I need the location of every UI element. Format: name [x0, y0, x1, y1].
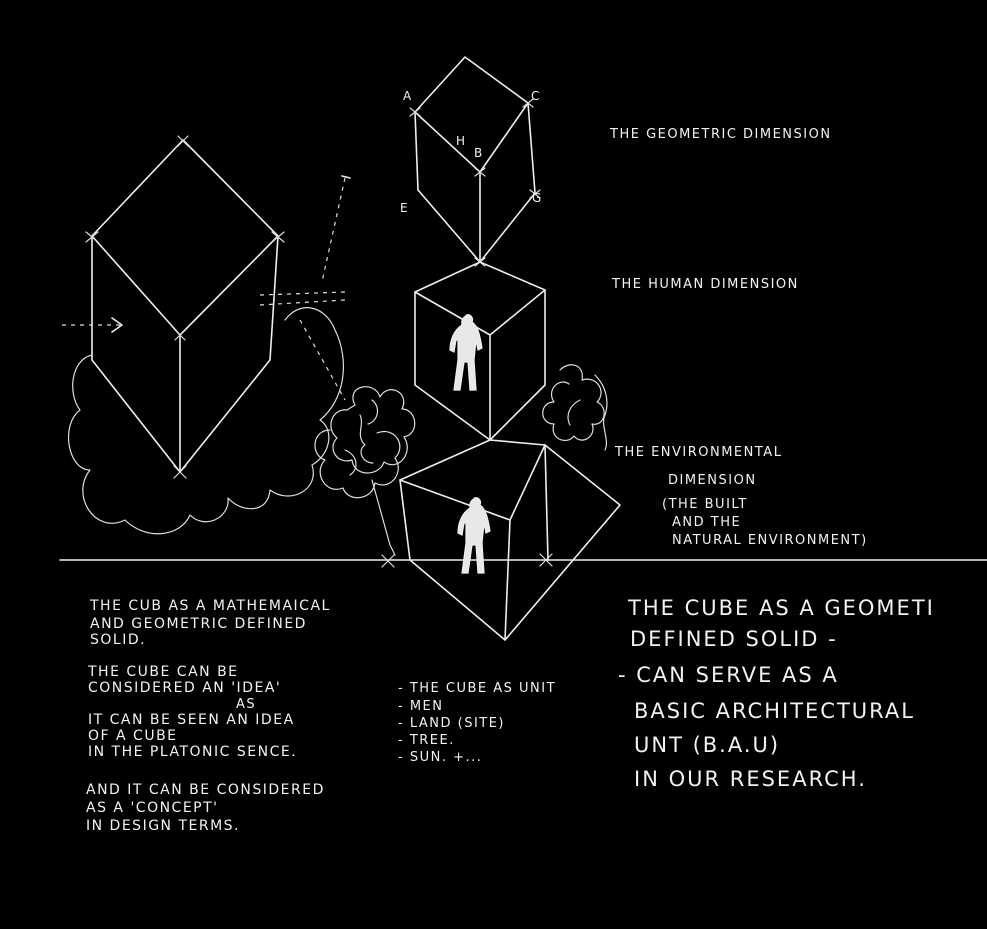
vertex-label-g: G — [532, 191, 543, 205]
vertex-label-e: E — [400, 201, 409, 215]
note-middle-line-4: - TREE. — [398, 733, 455, 748]
vertex-label-a: A — [403, 89, 413, 103]
geometric-cube — [409, 56, 541, 267]
note-left-1-line-1: THE CUB AS A MATHEMAICAL — [89, 598, 331, 614]
note-left-3-line-2: AS A 'CONCEPT' — [86, 800, 219, 816]
note-left-2-line-6: IN THE PLATONIC SENCE. — [88, 744, 297, 760]
environmental-dimension-line-5: NATURAL ENVIRONMENT) — [672, 533, 868, 548]
note-left-2-line-4: IT CAN BE SEEN AN IDEA — [88, 712, 295, 728]
environmental-dimension-line-2: DIMENSION — [668, 473, 757, 488]
environmental-dimension-line-4: AND THE — [672, 515, 741, 530]
large-cube — [85, 135, 285, 479]
note-left-2-line-3: AS — [236, 697, 256, 712]
note-middle-line-5: - SUN. +... — [398, 750, 482, 765]
note-right-line-2: DEFINED SOLID - — [630, 627, 838, 651]
note-right-line-3: - CAN SERVE AS A — [618, 663, 839, 687]
note-middle-line-3: - LAND (SITE) — [398, 716, 505, 731]
note-middle-line-2: - MEN — [398, 699, 443, 714]
human-cube — [414, 261, 546, 441]
environmental-dimension-line-1: THE ENVIRONMENTAL — [614, 445, 782, 460]
vertex-label-h: H — [456, 134, 467, 148]
note-left-1-line-2: AND GEOMETRIC DEFINED — [90, 616, 307, 632]
vertex-label-c: C — [531, 89, 541, 103]
sun-rays — [259, 177, 346, 401]
note-right-line-5: UNT (B.A.U) — [634, 733, 780, 757]
note-right-line-1: THE CUBE AS A GEOMETI — [627, 596, 935, 620]
note-left-3-line-3: IN DESIGN TERMS. — [86, 818, 240, 834]
note-left-2-line-1: THE CUBE CAN BE — [87, 664, 239, 680]
tree-canopy-outline — [67, 307, 345, 535]
note-right-line-6: IN OUR RESEARCH. — [634, 767, 867, 791]
note-left-2-line-2: CONSIDERED AN 'IDEA' — [88, 680, 281, 696]
note-middle-line-1: - THE CUBE AS UNIT — [398, 681, 556, 696]
environmental-dimension-line-3: (THE BUILT — [662, 497, 748, 512]
note-left-3-line-1: AND IT CAN BE CONSIDERED — [86, 782, 325, 798]
note-left-2-line-5: OF A CUBE — [88, 728, 178, 744]
environmental-cube — [381, 439, 621, 641]
note-left-1-line-3: SOLID. — [90, 632, 146, 648]
note-right-line-4: BASIC ARCHITECTURAL — [634, 699, 915, 723]
geometric-dimension-label: THE GEOMETRIC DIMENSION — [609, 127, 832, 142]
right-tree-scribble — [542, 364, 608, 451]
vertex-label-b: B — [474, 146, 484, 160]
human-dimension-label: THE HUMAN DIMENSION — [611, 277, 799, 292]
scribble-tree — [314, 386, 416, 556]
